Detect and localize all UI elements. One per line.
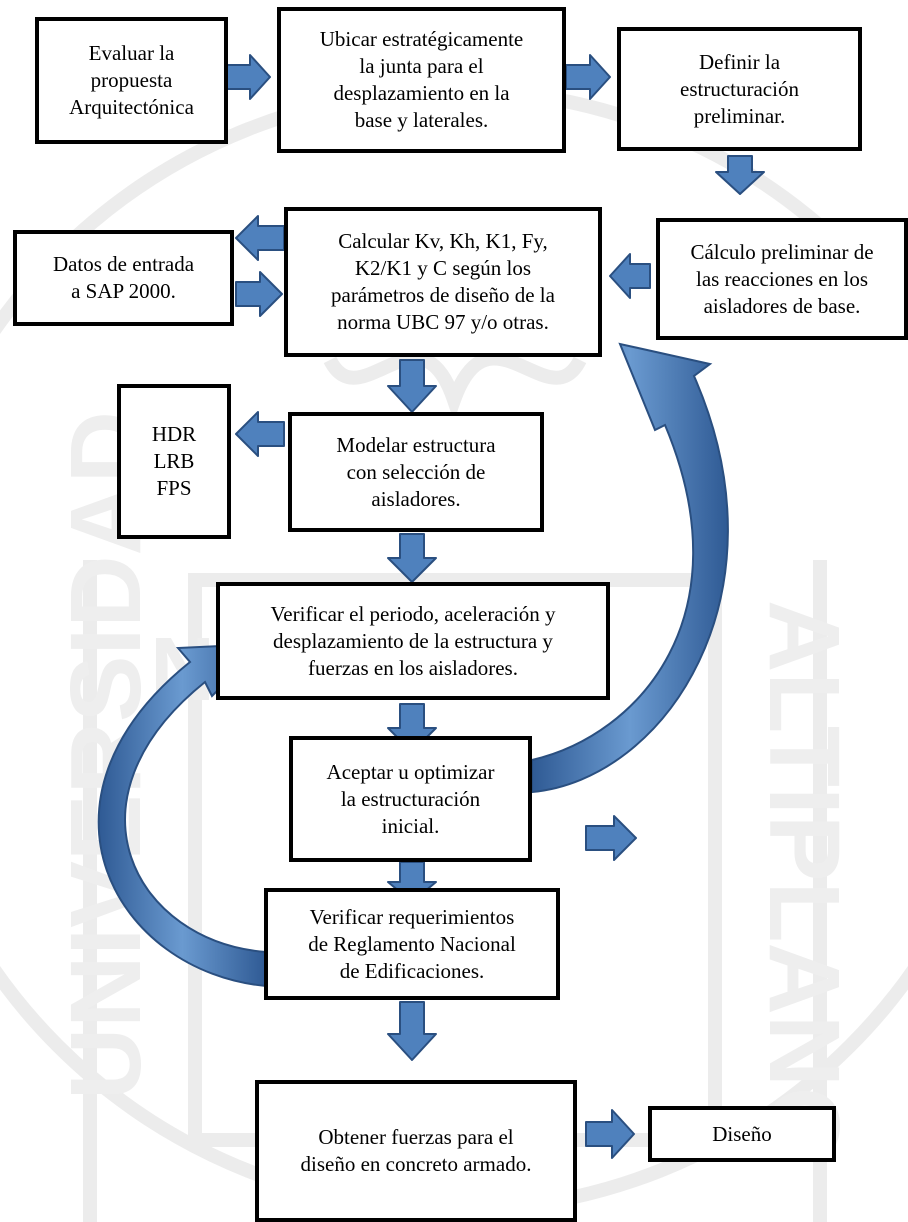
box-definir-estructuracion: Definir la estructuración preliminar. [617, 27, 862, 151]
box-ubicar-junta: Ubicar estratégicamente la junta para el… [277, 7, 566, 153]
arrow-right-evaluar-ubicar [225, 54, 271, 100]
arrow-left-to-tipos [235, 411, 285, 457]
box-obtener-fuerzas: Obtener fuerzas para el diseño en concre… [255, 1080, 577, 1222]
box-evaluar-propuesta: Evaluar la propuesta Arquitectónica [35, 17, 228, 144]
box-verificar-periodo: Verificar el periodo, aceleración y desp… [216, 582, 610, 700]
arrow-down-calcular-modelar [387, 359, 437, 413]
box-modelar-estructura: Modelar estructura con selección de aisl… [288, 412, 544, 532]
watermark-text-right: ALTIPLANO [748, 600, 860, 1165]
arrow-left-to-calcular [609, 253, 651, 299]
box-calculo-preliminar: Cálculo preliminar de las reacciones en … [656, 218, 908, 340]
box-diseno: Diseño [648, 1106, 836, 1162]
box-aceptar-optimizar: Aceptar u optimizar la estructuración in… [289, 736, 532, 862]
box-tipos-aisladores: HDR LRB FPS [117, 384, 231, 539]
box-calcular-parametros: Calcular Kv, Kh, K1, Fy, K2/K1 y C según… [284, 207, 602, 357]
box-datos-sap2000: Datos de entrada a SAP 2000. [13, 230, 234, 326]
curved-arrow-aceptar-to-modelar [531, 342, 729, 794]
curved-arrow-rne-to-aceptar [97, 642, 267, 988]
arrow-down-definir-calculo [715, 155, 765, 195]
arrow-right-obtener-diseno [585, 815, 637, 861]
arrow-right-obtener-to-diseno [585, 1109, 635, 1159]
box-verificar-reglamento: Verificar requerimientos de Reglamento N… [264, 888, 560, 1000]
arrow-right-ubicar-definir [565, 54, 611, 100]
arrow-down-reglamento-obtener [387, 1001, 437, 1061]
arrow-right-to-calcular [235, 271, 283, 317]
arrow-left-to-datos [235, 215, 285, 261]
arrow-down-modelar-verificar [387, 533, 437, 583]
